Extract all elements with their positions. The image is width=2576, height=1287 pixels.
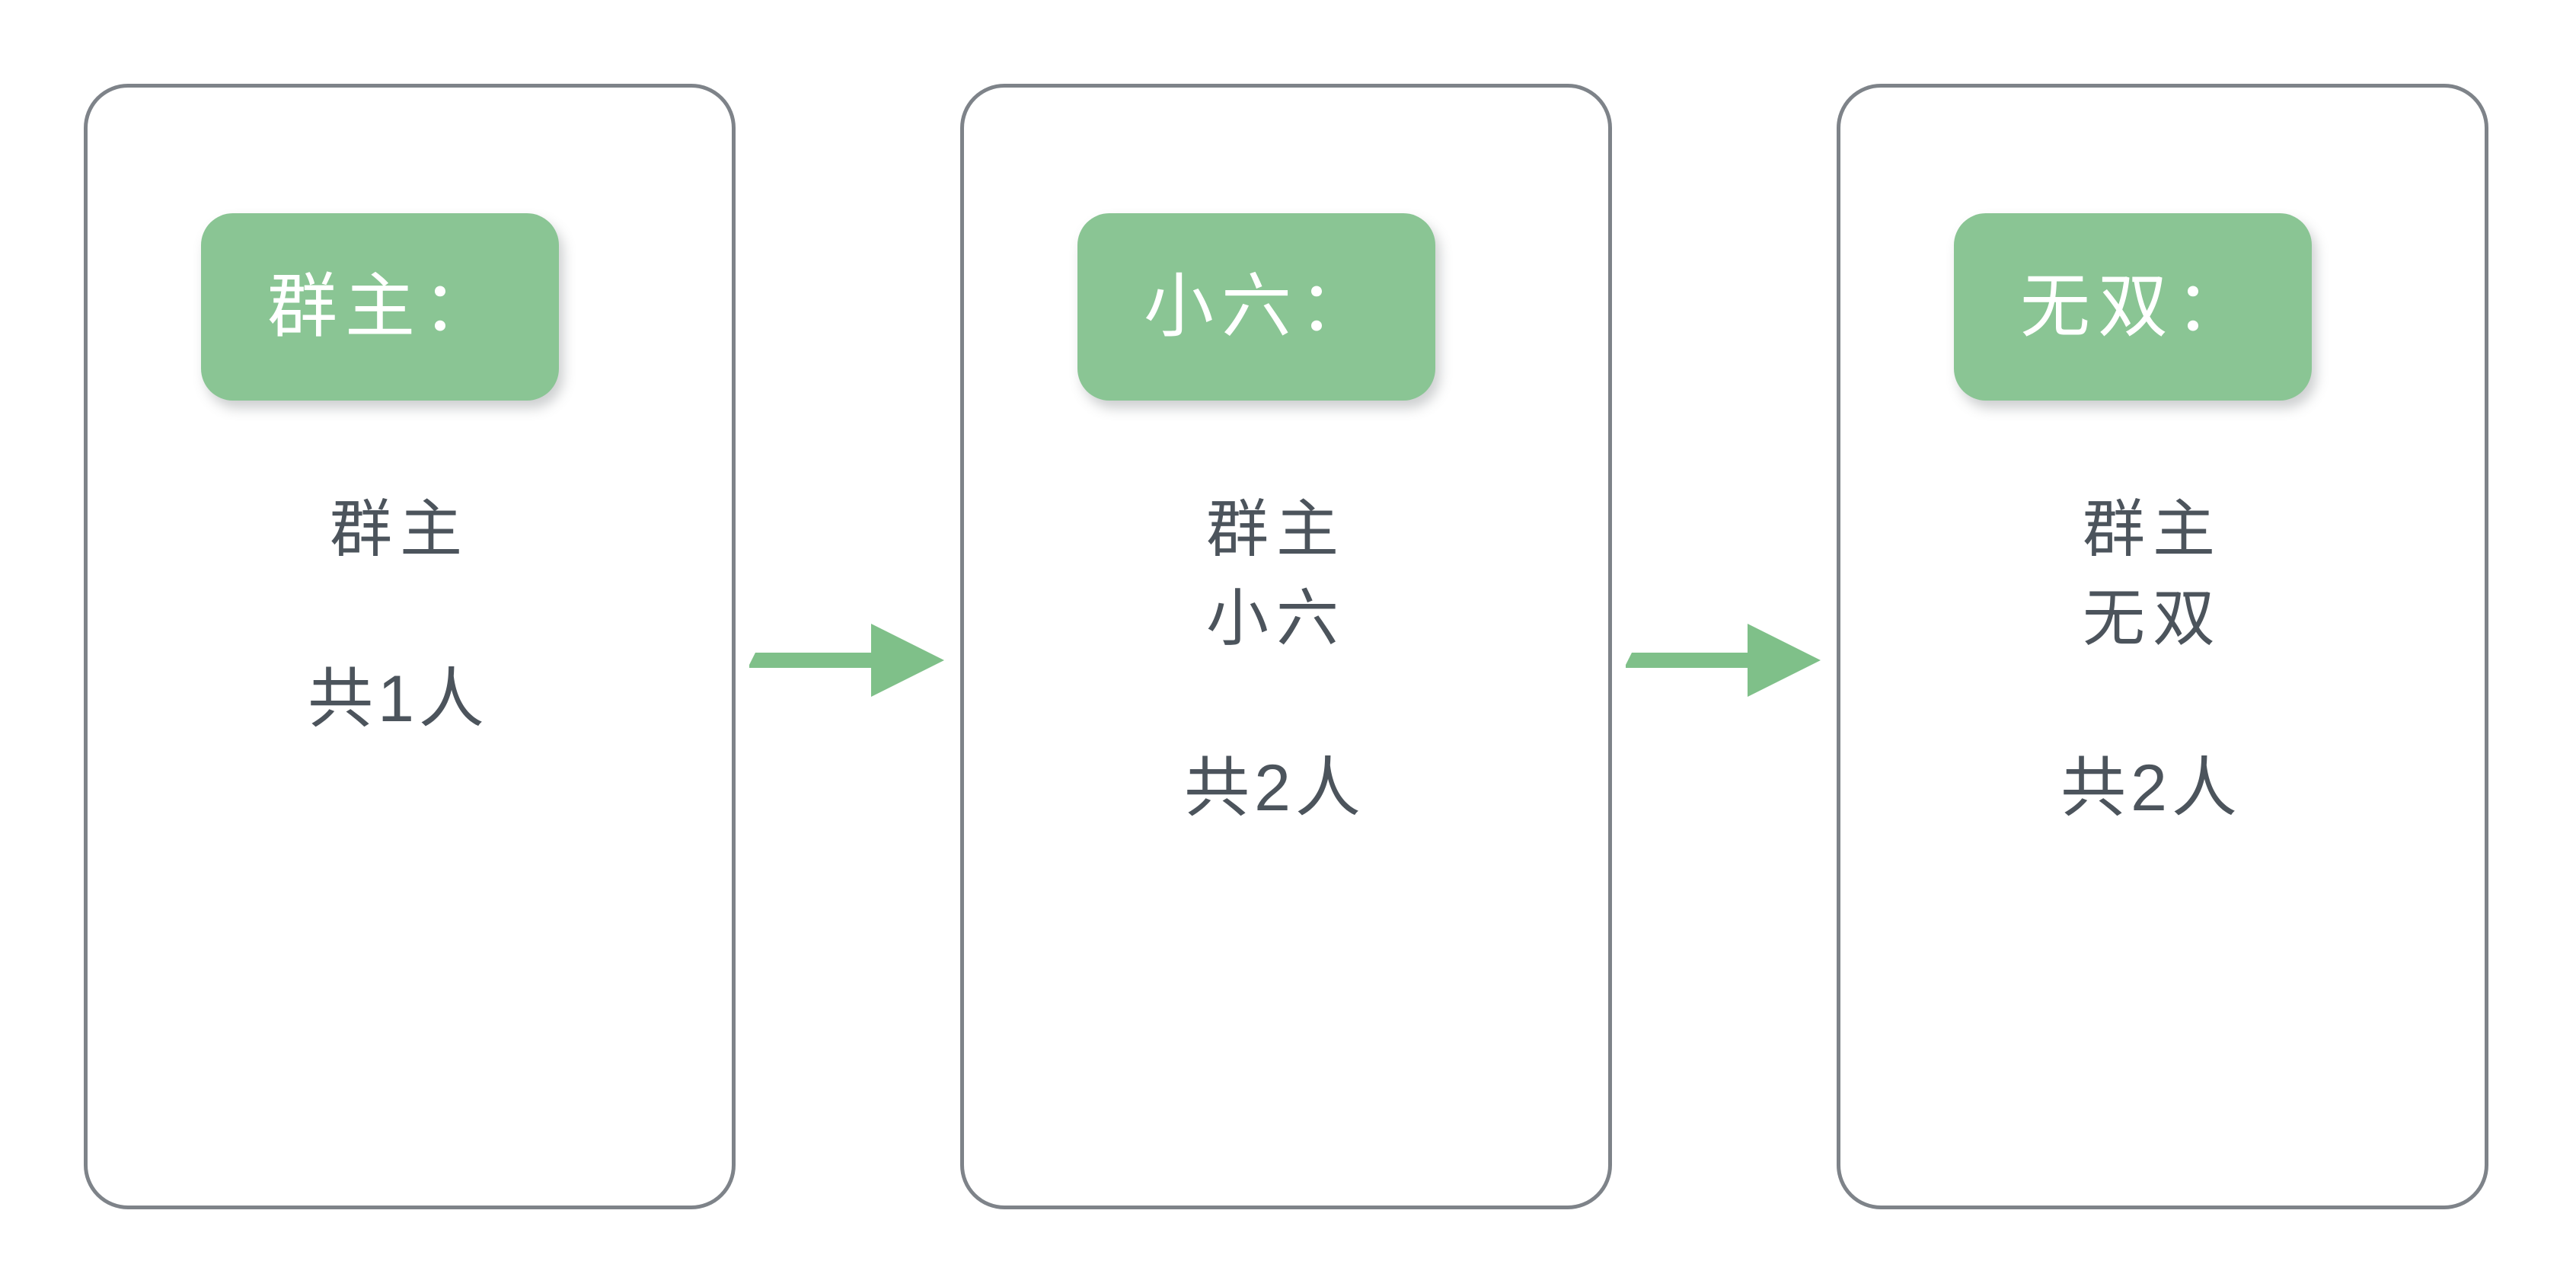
member-item: 群主 — [2082, 495, 2223, 564]
step-badge-1[interactable]: 群主： — [201, 213, 559, 401]
step-badge-label-3: 无双： — [2019, 268, 2253, 346]
flow-container: 群主： 群主 共1人 小六： 群主 小六 共2人 — [84, 84, 2488, 1209]
member-total-3: 共2人 — [2060, 751, 2242, 825]
member-item: 群主 — [329, 495, 470, 564]
member-list-3: 群主 无双 — [2075, 490, 2223, 659]
step-badge-label-1: 群主： — [267, 268, 500, 346]
step-badge-3[interactable]: 无双： — [1954, 213, 2312, 401]
step-card-3[interactable]: 无双： 群主 无双 共2人 — [1837, 84, 2488, 1209]
arrow-right-icon — [749, 624, 944, 697]
member-item: 群主 — [1205, 495, 1346, 564]
member-total-1: 共1人 — [308, 662, 489, 736]
step-card-1[interactable]: 群主： 群主 共1人 — [84, 84, 736, 1209]
member-total-2: 共2人 — [1184, 751, 1365, 825]
member-list-1: 群主 — [322, 490, 470, 570]
arrow-right-icon — [1625, 624, 1821, 697]
step-card-2[interactable]: 小六： 群主 小六 共2人 — [960, 84, 1612, 1209]
step-badge-2[interactable]: 小六： — [1077, 213, 1435, 401]
member-item: 无双 — [2082, 583, 2223, 653]
connector-2 — [1612, 84, 1837, 1209]
member-list-2: 群主 小六 — [1199, 490, 1346, 659]
step-badge-label-2: 小六： — [1143, 268, 1377, 346]
member-item: 小六 — [1205, 583, 1346, 653]
connector-1 — [736, 84, 960, 1209]
